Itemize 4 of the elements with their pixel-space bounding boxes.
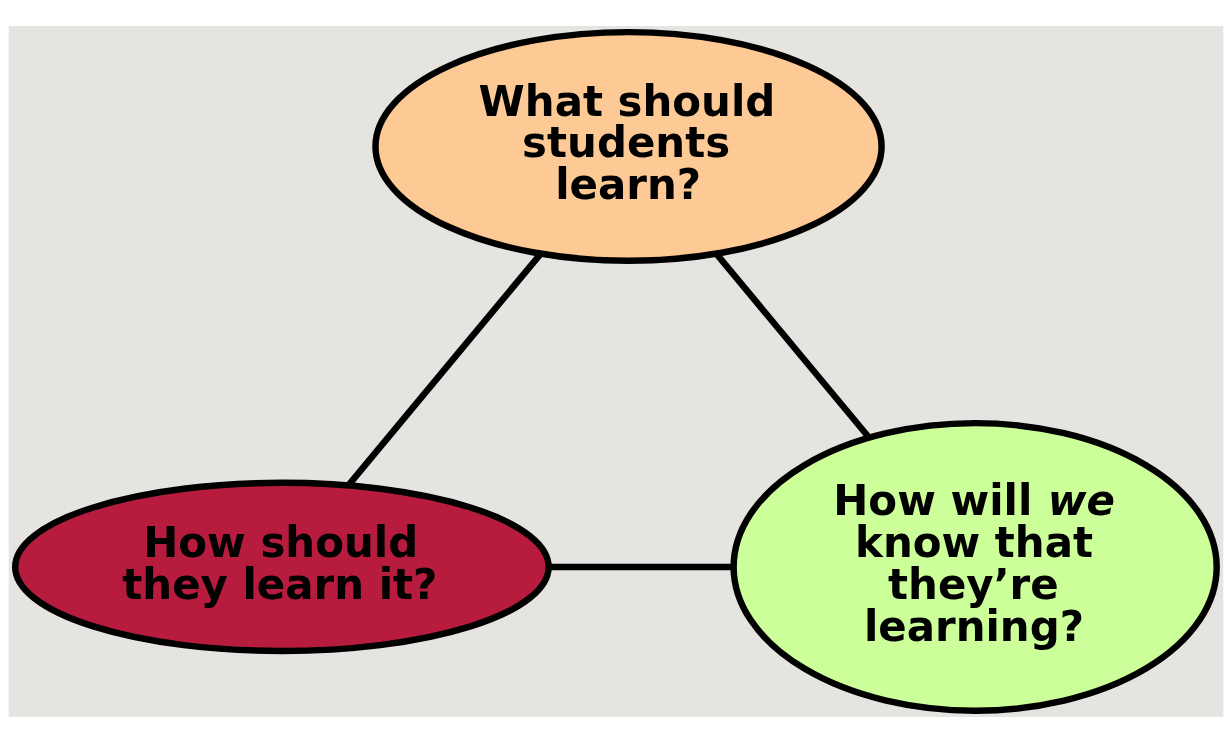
connector bbox=[549, 563, 734, 570]
node-ellipse: How will we know that they’re learning? bbox=[730, 419, 1220, 714]
node-ellipse: What should students learn? bbox=[372, 28, 885, 264]
node-ellipse: How should they learn it? bbox=[12, 479, 552, 654]
